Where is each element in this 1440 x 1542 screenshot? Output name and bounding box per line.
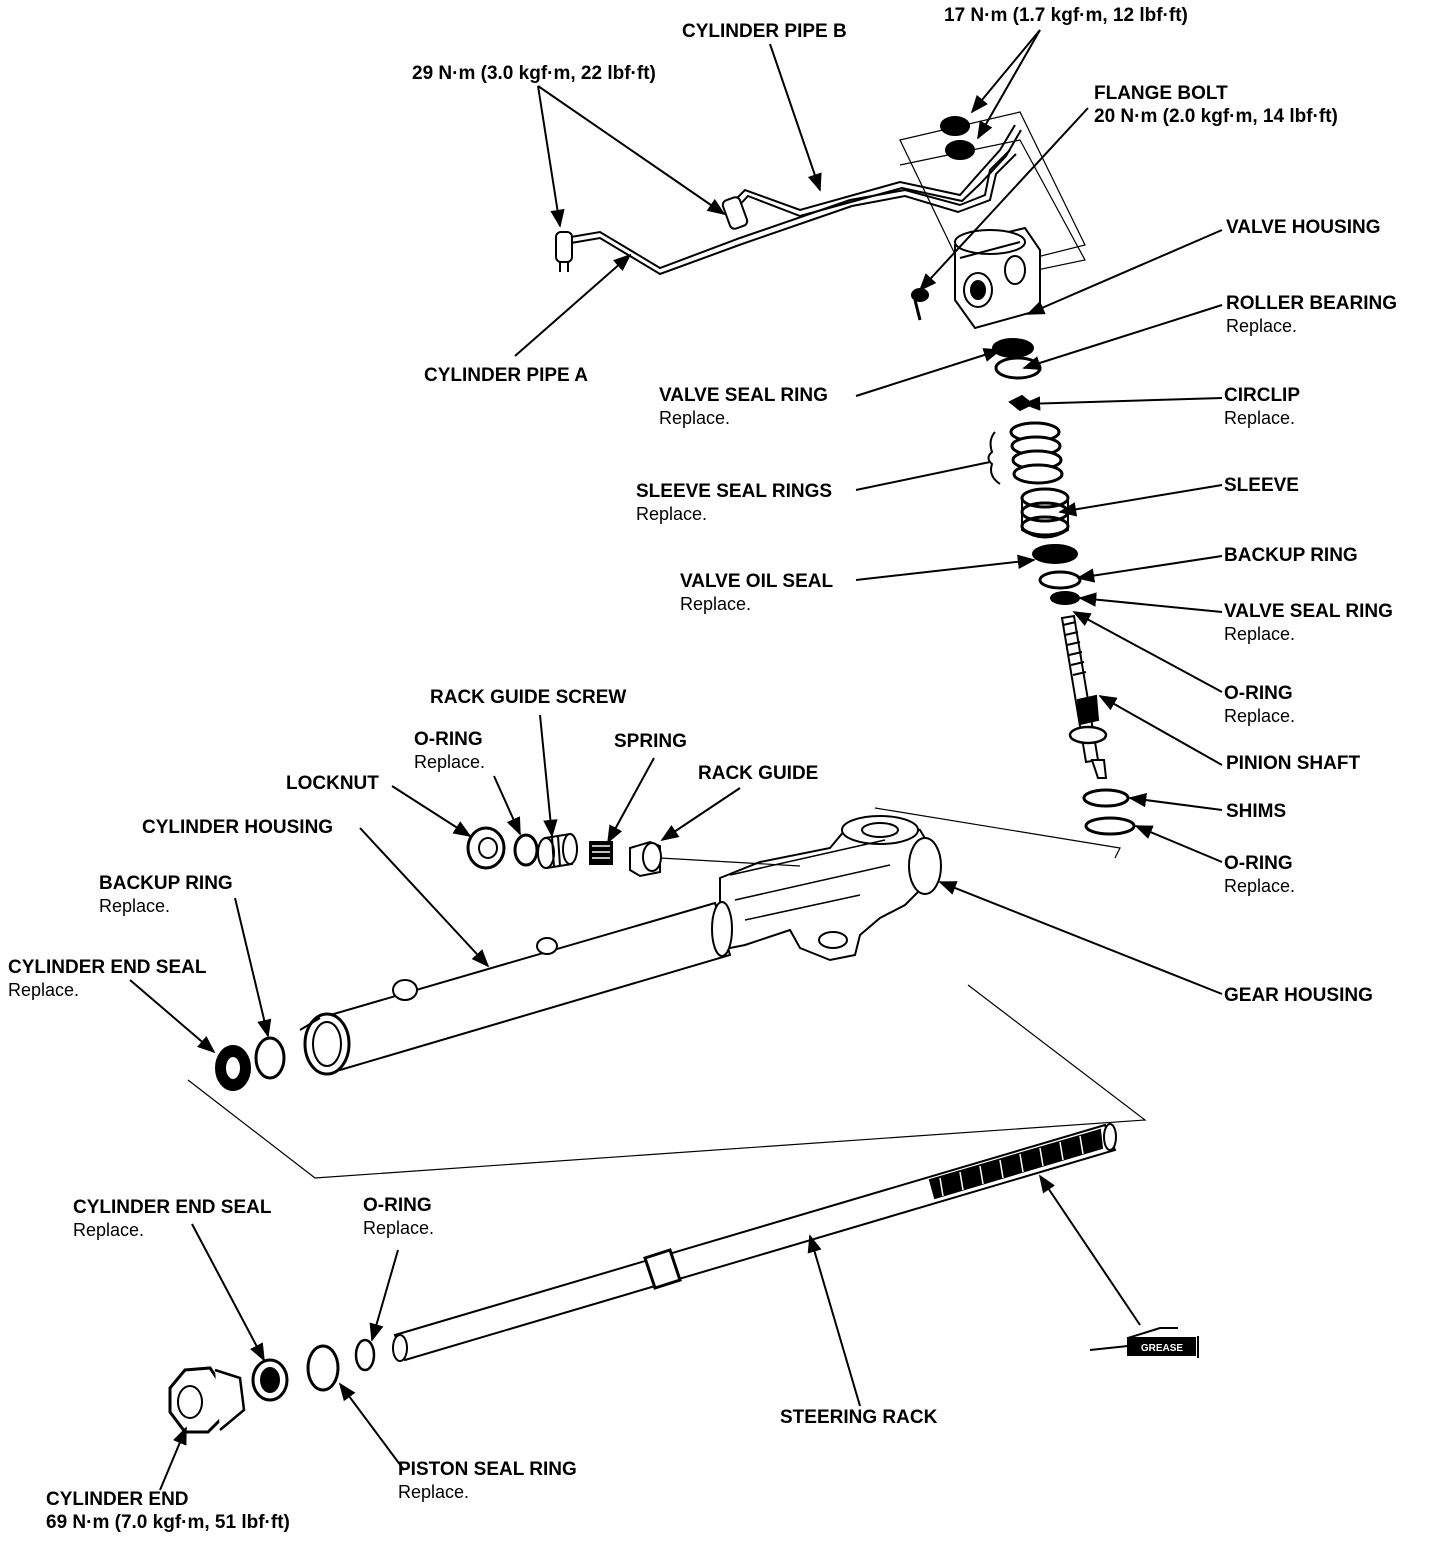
label-circlip: CIRCLIP Replace. bbox=[1224, 384, 1300, 430]
label-rack-guide: RACK GUIDE bbox=[698, 763, 819, 784]
sleeve-seal-rings-part bbox=[987, 421, 1064, 485]
cylinder-end-seal-upper-part bbox=[215, 1045, 251, 1091]
reference-frame-lower bbox=[187, 984, 1147, 1179]
label-cylinder-pipe-b: CYLINDER PIPE B bbox=[682, 21, 847, 42]
label-cylinder-end-seal-upper: CYLINDER END SEAL Replace. bbox=[8, 956, 206, 1002]
torque-label-29nm: 29 N·m (3.0 kgf·m, 22 lbf·ft) bbox=[412, 63, 656, 84]
label-piston-seal-ring: PISTON SEAL RING Replace. bbox=[398, 1458, 577, 1504]
label-cylinder-pipe-a: CYLINDER PIPE A bbox=[424, 365, 588, 386]
sleeve-seal-rings-name: SLEEVE SEAL RINGS bbox=[636, 481, 833, 502]
o-ring-shims-replace: Replace. bbox=[1224, 876, 1296, 896]
o-ring-piston-name: O-RING bbox=[363, 1195, 432, 1216]
cylinder-housing-part bbox=[299, 901, 733, 1076]
label-backup-ring-valve: BACKUP RING bbox=[1224, 545, 1358, 566]
gear-housing-part bbox=[659, 807, 1121, 962]
cylinder-end-torque: 69 N·m (7.0 kgf·m, 51 lbf·ft) bbox=[46, 1512, 290, 1533]
cylinder-end-part bbox=[168, 1366, 246, 1434]
grease-icon bbox=[1089, 1327, 1199, 1358]
sleeve-seal-rings-replace: Replace. bbox=[636, 504, 708, 524]
cylinder-end-seal-lower-part bbox=[251, 1358, 289, 1402]
o-ring-shims-part bbox=[1084, 816, 1136, 836]
roller-bearing-name: ROLLER BEARING bbox=[1226, 293, 1397, 314]
piston-seal-ring-replace: Replace. bbox=[398, 1482, 470, 1502]
label-roller-bearing: ROLLER BEARING Replace. bbox=[1226, 292, 1397, 338]
cylinder-end-seal-lower-replace: Replace. bbox=[73, 1220, 145, 1240]
flange-bolt-torque: 20 N·m (2.0 kgf·m, 14 lbf·ft) bbox=[1094, 106, 1338, 127]
torque-label-17nm: 17 N·m (1.7 kgf·m, 12 lbf·ft) bbox=[944, 5, 1188, 26]
cylinder-pipe-a bbox=[555, 149, 1017, 276]
label-sleeve: SLEEVE bbox=[1224, 475, 1299, 496]
label-gear-housing: GEAR HOUSING bbox=[1224, 985, 1373, 1006]
valve-oil-seal-name: VALVE OIL SEAL bbox=[680, 571, 834, 592]
o-ring-pinion-name: O-RING bbox=[1224, 683, 1293, 704]
leader-lines bbox=[129, 29, 1223, 1491]
label-pinion-shaft: PINION SHAFT bbox=[1226, 753, 1361, 774]
valve-seal-ring-lower-replace: Replace. bbox=[1224, 624, 1296, 644]
valve-housing bbox=[911, 226, 1041, 330]
steering-rack-part bbox=[392, 1123, 1117, 1362]
backup-ring-cyl-part bbox=[254, 1036, 286, 1080]
backup-ring-cyl-name: BACKUP RING bbox=[99, 873, 233, 894]
roller-bearing bbox=[992, 338, 1034, 358]
label-o-ring-pinion: O-RING Replace. bbox=[1224, 682, 1295, 728]
label-steering-rack: STEERING RACK bbox=[780, 1407, 938, 1428]
rack-guide-screw-part bbox=[537, 832, 578, 870]
label-cylinder-end: CYLINDER END 69 N·m (7.0 kgf·m, 51 lbf·f… bbox=[46, 1488, 290, 1534]
grease-label: GREASE bbox=[1141, 1343, 1184, 1354]
o-ring-piston-replace: Replace. bbox=[363, 1218, 435, 1238]
label-rack-guide-screw: RACK GUIDE SCREW bbox=[430, 687, 627, 708]
o-ring-pinion-replace: Replace. bbox=[1224, 706, 1296, 726]
spring-part bbox=[589, 841, 613, 865]
cylinder-end-seal-lower-name: CYLINDER END SEAL bbox=[73, 1197, 272, 1218]
label-valve-housing: VALVE HOUSING bbox=[1226, 217, 1381, 238]
label-valve-seal-ring-upper: VALVE SEAL RING Replace. bbox=[659, 384, 828, 430]
roller-bearing-replace: Replace. bbox=[1226, 316, 1298, 336]
label-valve-oil-seal: VALVE OIL SEAL Replace. bbox=[680, 570, 833, 616]
o-ring-screw-replace: Replace. bbox=[414, 752, 486, 772]
label-o-ring-piston: O-RING Replace. bbox=[363, 1194, 434, 1240]
valve-seal-ring-upper-part bbox=[994, 356, 1042, 380]
valve-seal-ring-upper-replace: Replace. bbox=[659, 408, 731, 428]
backup-ring-cyl-replace: Replace. bbox=[99, 896, 171, 916]
locknut-part bbox=[466, 826, 506, 870]
sleeve-part bbox=[1020, 487, 1070, 539]
label-valve-seal-ring-lower: VALVE SEAL RING Replace. bbox=[1224, 600, 1393, 646]
o-ring-shims-name: O-RING bbox=[1224, 853, 1293, 874]
label-o-ring-screw: O-RING Replace. bbox=[414, 728, 485, 774]
valve-seal-ring-upper-name: VALVE SEAL RING bbox=[659, 385, 828, 406]
label-cylinder-end-seal-lower: CYLINDER END SEAL Replace. bbox=[73, 1196, 271, 1242]
valve-seal-ring-lower-part bbox=[1050, 591, 1080, 605]
valve-oil-seal-replace: Replace. bbox=[680, 594, 752, 614]
valve-seal-ring-lower-name: VALVE SEAL RING bbox=[1224, 601, 1393, 622]
o-ring-piston-part bbox=[354, 1338, 376, 1372]
cylinder-end-name: CYLINDER END bbox=[46, 1489, 189, 1510]
cylinder-pipe-b bbox=[721, 124, 1022, 230]
label-backup-ring-cyl: BACKUP RING Replace. bbox=[99, 872, 233, 918]
piston-seal-ring-part bbox=[306, 1344, 340, 1392]
label-cylinder-housing: CYLINDER HOUSING bbox=[142, 817, 334, 838]
piston-seal-ring-name: PISTON SEAL RING bbox=[398, 1459, 577, 1480]
circlip-replace: Replace. bbox=[1224, 408, 1296, 428]
rack-guide-part bbox=[629, 840, 662, 878]
label-sleeve-seal-rings: SLEEVE SEAL RINGS Replace. bbox=[636, 480, 832, 526]
label-spring: SPRING bbox=[614, 731, 687, 752]
shims-part bbox=[1082, 788, 1130, 808]
label-locknut: LOCKNUT bbox=[286, 773, 379, 794]
pinion-shaft-part bbox=[1060, 614, 1108, 779]
label-o-ring-shims: O-RING Replace. bbox=[1224, 852, 1295, 898]
cylinder-end-seal-upper-replace: Replace. bbox=[8, 980, 80, 1000]
label-flange-bolt: FLANGE BOLT 20 N·m (2.0 kgf·m, 14 lbf·ft… bbox=[1094, 82, 1338, 128]
valve-oil-seal-part bbox=[1032, 544, 1078, 564]
o-ring-screw-name: O-RING bbox=[414, 729, 483, 750]
cylinder-end-seal-upper-name: CYLINDER END SEAL bbox=[8, 957, 207, 978]
flange-bolt-name: FLANGE BOLT bbox=[1094, 83, 1228, 104]
circlip-name: CIRCLIP bbox=[1224, 385, 1300, 406]
label-shims: SHIMS bbox=[1226, 801, 1287, 822]
o-ring-screw-part bbox=[513, 833, 539, 867]
backup-ring-valve-part bbox=[1038, 570, 1082, 590]
